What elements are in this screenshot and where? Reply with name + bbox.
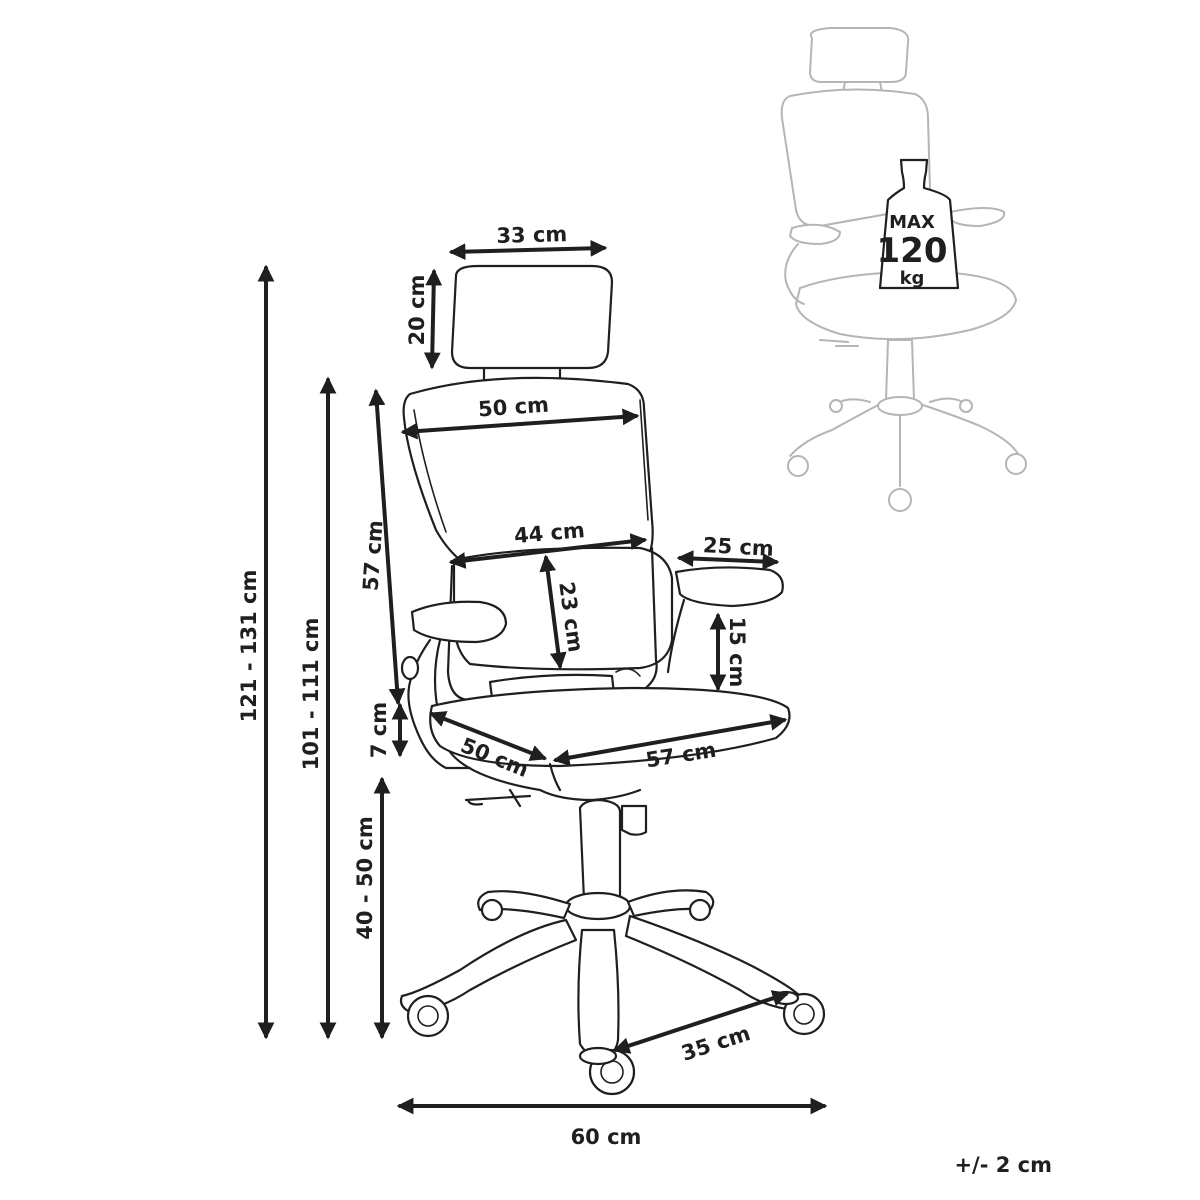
max-weight-unit: kg [900,268,925,289]
seat-width-arrow [552,714,788,766]
base-width-label: 60 cm [571,1125,642,1149]
backrest-top-height-label: 101 - 111 cm [299,618,323,771]
tolerance-note: +/- 2 cm [954,1153,1052,1177]
seat-depth-arrow [428,711,548,761]
backrest-width-label: 50 cm [477,393,549,422]
headrest-width-label: 33 cm [496,222,567,248]
dimension-lines [257,239,828,1115]
armrest-length-label: 25 cm [702,533,774,561]
armrest-height-label: 15 cm [725,617,749,688]
caster-spread-arrow [612,990,790,1054]
max-label: MAX [889,212,935,233]
headrest-width-arrow [448,239,608,261]
lumbar-width-arrow [448,533,648,569]
max-weight-value: 120 [877,231,948,271]
armrest-length-arrow [676,550,780,570]
total-height-label: 121 - 131 cm [237,570,261,723]
backrest-height-label: 57 cm [359,519,388,591]
backrest-width-arrow [400,408,640,440]
backrest-height-arrow [368,388,406,706]
main-chair-illustration [399,264,826,1096]
headrest-height-arrow [423,268,443,370]
seat-height-label: 40 - 50 cm [353,816,377,939]
max-weight-badge: MAX 120 kg [877,158,960,290]
lumbar-height-arrow [539,554,567,670]
headrest-height-label: 20 cm [405,275,429,346]
seat-thickness-label: 7 cm [367,702,391,758]
reference-chair-illustration [780,27,1027,512]
